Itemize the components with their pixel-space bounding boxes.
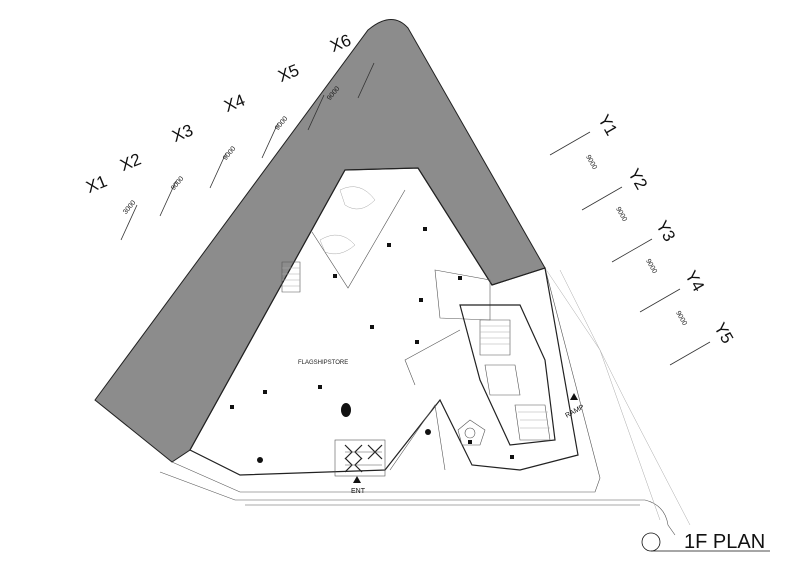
site-boundary <box>159 267 691 536</box>
grid-x5-dim: 9000 <box>274 115 289 132</box>
grid-y4-label: Y4 <box>681 267 708 295</box>
entrance-furniture <box>334 439 386 477</box>
service-core <box>459 304 556 446</box>
grid-y4-dim: 9000 <box>674 310 688 327</box>
lounge-furniture <box>319 186 486 446</box>
building-mass <box>94 19 546 463</box>
grid-y1-label: Y1 <box>594 111 621 139</box>
entrance-marker: ENT <box>351 476 366 495</box>
grid-y2-dim: 9000 <box>614 206 628 223</box>
grid-x-ticks <box>120 62 375 241</box>
plan-title: 1F PLAN <box>684 531 765 553</box>
grid-x6-label: X6 <box>327 31 353 56</box>
flagship-store-label: FLAGSHIPSTORE <box>298 360 348 366</box>
grid-y5-label: Y5 <box>710 319 737 347</box>
grid-x3-dim: 9000 <box>170 175 185 192</box>
grid-x2-dim: 3000 <box>122 199 137 216</box>
entrance-label: ENT <box>351 488 366 495</box>
grid-y3-dim: 9000 <box>644 258 658 275</box>
grid-x1-label: X1 <box>83 172 109 197</box>
grid-y-ticks <box>549 131 711 366</box>
grid-x4-label: X4 <box>221 91 247 116</box>
grid-y1-dim: 9000 <box>584 154 598 171</box>
grid-y3-label: Y3 <box>652 217 679 245</box>
grid-x3-label: X3 <box>169 121 195 146</box>
columns <box>230 227 514 463</box>
stair-left <box>281 261 301 293</box>
title-block: 1F PLAN <box>641 531 770 553</box>
grid-y2-label: Y2 <box>624 165 651 193</box>
grid-x5-label: X5 <box>275 61 301 86</box>
grid-x4-dim: 9000 <box>222 145 237 162</box>
grid-x2-label: X2 <box>117 150 143 175</box>
